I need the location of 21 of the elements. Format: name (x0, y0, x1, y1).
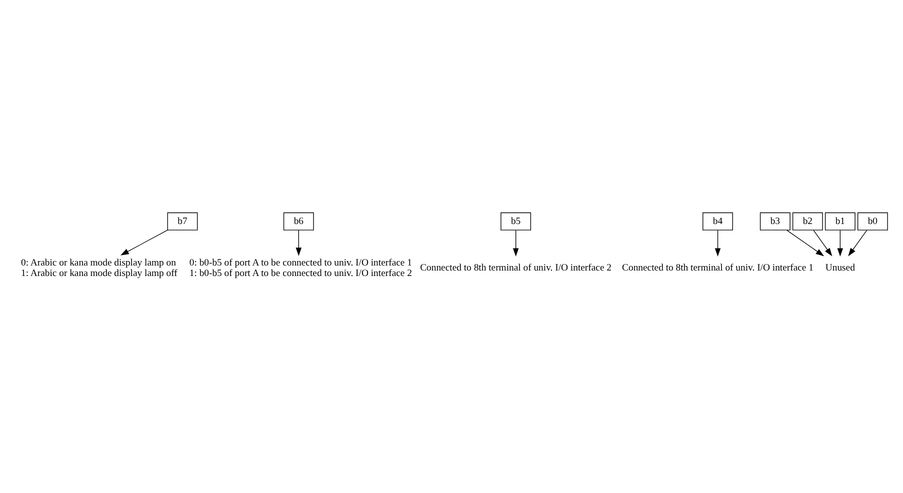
node-text: 0: b0-b5 of port A to be connected to univ. I/O interface 1 1: b0-b5 of port A to be connected to univ. I/O interface 2 (189, 256, 412, 278)
node-box: b3 (760, 212, 790, 230)
node-text: Unused (825, 262, 855, 274)
node-box: b5 (500, 212, 532, 230)
node-box: b0 (857, 212, 888, 230)
node-box: b7 (167, 212, 198, 230)
node-box: b1 (824, 212, 856, 230)
arrow (786, 229, 824, 256)
arrow (120, 229, 168, 255)
node-box: b2 (792, 212, 823, 230)
node-box: b6 (283, 212, 314, 230)
arrow (714, 229, 721, 256)
arrow (813, 229, 832, 256)
arrow (837, 229, 844, 256)
node-text: 0: Arabic or kana mode display lamp on 1: Arabic or kana mode display lamp off (20, 256, 178, 278)
node-text: Connected to 8th terminal of univ. I/O interface 1 (622, 262, 814, 274)
node-box: b4 (702, 212, 733, 230)
arrow (848, 229, 868, 256)
arrow (512, 229, 519, 256)
arrow (296, 229, 302, 256)
node-text: Connected to 8th terminal of univ. I/O interface 2 (420, 262, 612, 274)
